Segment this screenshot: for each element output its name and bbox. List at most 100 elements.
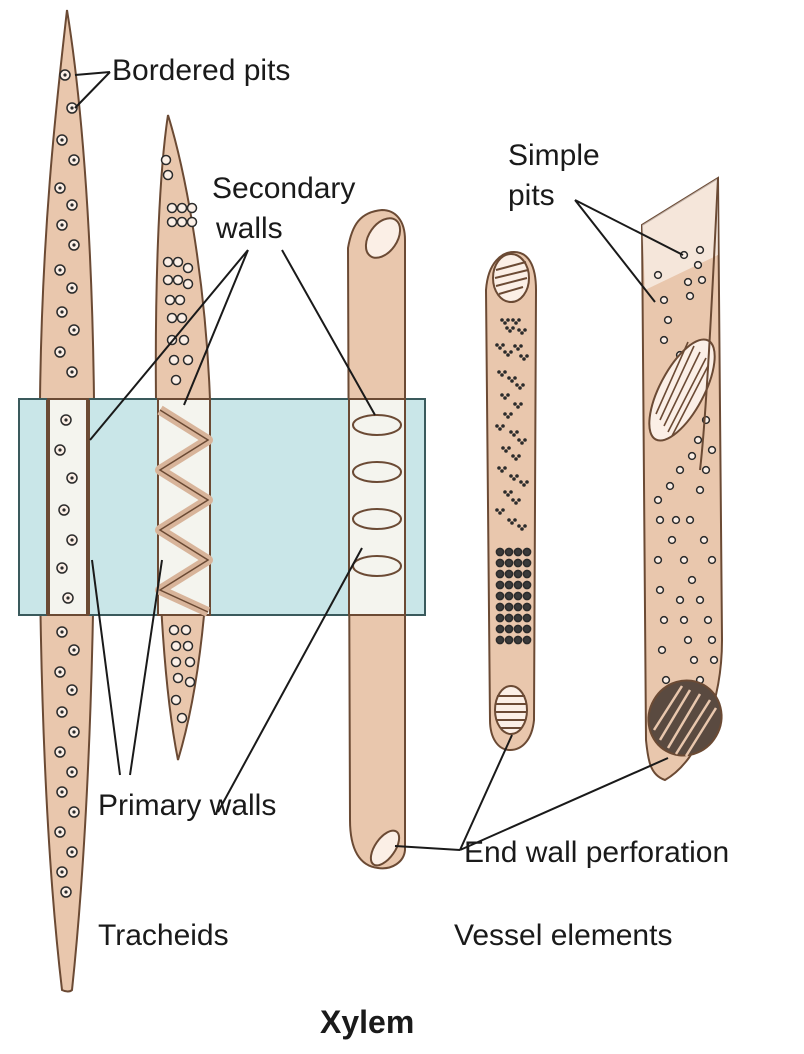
vessel-pit-dot [525, 480, 529, 484]
vessel-pit-dot [513, 518, 517, 522]
vessel-pit-dot [516, 405, 520, 409]
vessel-pit-dot [504, 449, 508, 453]
bordered-pit-aperture [72, 730, 75, 733]
vessel-pit-dot [505, 326, 509, 330]
simple-pit [661, 617, 668, 624]
bordered-pit-aperture [58, 750, 61, 753]
simple-pit [673, 517, 680, 524]
bordered-pit-aperture [60, 630, 63, 633]
vessel-pit-dot [510, 379, 514, 383]
simple-pit [689, 453, 696, 460]
vessel-pit-dot [511, 498, 515, 502]
vessel-pit-dot [520, 331, 524, 335]
simple-pit [677, 597, 684, 604]
vessel-grid-pit [514, 614, 521, 621]
vessel-pit-dot [498, 346, 502, 350]
label-simple-pits-line2: pits [508, 179, 555, 212]
vessel-grid-pit [523, 603, 530, 610]
bordered-pit-aperture [60, 870, 63, 873]
bordered-pit-aperture [60, 223, 63, 226]
vessel-pit-dot [500, 393, 504, 397]
tracheid-pit [172, 376, 181, 385]
vessel-pit-dot [515, 383, 519, 387]
vessel-pit-dot [511, 318, 515, 322]
simple-pit [687, 293, 694, 300]
vessel-pit-dot [506, 353, 510, 357]
tracheid-pit [184, 280, 193, 289]
vessel-grid-pit [505, 636, 512, 643]
vessel-pit-dot [506, 393, 510, 397]
vessel-pit-dot [500, 318, 504, 322]
tracheid-pit [172, 642, 181, 651]
vessel-pit-dot [519, 402, 523, 406]
bordered-pit-aperture [70, 106, 73, 109]
simple-pit [661, 297, 668, 304]
vessel-pit-dot [518, 386, 522, 390]
bordered-pit-aperture [58, 830, 61, 833]
vessel-pit-dot [523, 438, 527, 442]
vessel-pit-dot [520, 527, 524, 531]
bordered-pit-aperture [70, 370, 73, 373]
vessel-grid-pit [523, 625, 530, 632]
vessel-pit-dot [506, 493, 510, 497]
vessel-grid-pit [505, 603, 512, 610]
tracheid-pit [172, 696, 181, 705]
label-bordered-pits: Bordered pits [112, 54, 290, 87]
tracheid-pit [184, 356, 193, 365]
vessel-grid-pit [496, 581, 503, 588]
vessel-pit-dot [507, 446, 511, 450]
vessel-pit-dot [509, 490, 513, 494]
tracheid-pit [178, 314, 187, 323]
vessel-pit-dot [507, 376, 511, 380]
tracheid-pit [186, 658, 195, 667]
tracheid-pit [170, 626, 179, 635]
vessel-pit-dot [503, 412, 507, 416]
vessel-grid-pit [496, 625, 503, 632]
vessel-pit-dot [519, 344, 523, 348]
tracheid-pit [164, 258, 173, 267]
perforation-plate-top [493, 254, 529, 302]
bordered-pit-aperture [58, 186, 61, 189]
tracheid-pit [178, 204, 187, 213]
simple-pit [655, 497, 662, 504]
vessel-pit-dot [495, 508, 499, 512]
bordered-pit-aperture [72, 328, 75, 331]
simple-pit [657, 587, 664, 594]
simple-pit [697, 247, 704, 254]
vessel-grid-pit [496, 614, 503, 621]
vessel-pit-dot [495, 424, 499, 428]
tracheid-pit [180, 336, 189, 345]
simple-pit [711, 657, 718, 664]
vessel-pit-dot [507, 518, 511, 522]
tracheid-pit [168, 204, 177, 213]
bordered-pit-aperture [72, 243, 75, 246]
vessel-pit-dot [514, 321, 518, 325]
vessel-pit-dot [509, 412, 513, 416]
tracheid-pit [178, 218, 187, 227]
vessel-grid-pit [514, 581, 521, 588]
title-xylem: Xylem [320, 1004, 414, 1040]
simple-pit [697, 487, 704, 494]
vessel-pit-dot [500, 373, 504, 377]
vessel-pit-dot [503, 350, 507, 354]
tracheid-pit [170, 356, 179, 365]
vessel-pit-dot [523, 524, 527, 528]
simple-pit [701, 537, 708, 544]
perforation-plate-bottom [495, 686, 527, 734]
vessel-grid-pit [514, 548, 521, 555]
bordered-pit-aperture [58, 448, 61, 451]
vessel-grid-pit [505, 570, 512, 577]
vessel-pit-dot [511, 326, 515, 330]
vessel-pit-dot [514, 501, 518, 505]
vessel-pit-dot [503, 370, 507, 374]
bordered-pit-aperture [60, 566, 63, 569]
bordered-pit-aperture [58, 268, 61, 271]
label-primary-walls: Primary walls [98, 789, 276, 822]
simple-pit [659, 647, 666, 654]
vessel-pit-dot [500, 469, 504, 473]
tracheid-pit [184, 642, 193, 651]
vessel-grid-pit [505, 625, 512, 632]
vessel-pit-dot [498, 511, 502, 515]
simple-pit [709, 637, 716, 644]
